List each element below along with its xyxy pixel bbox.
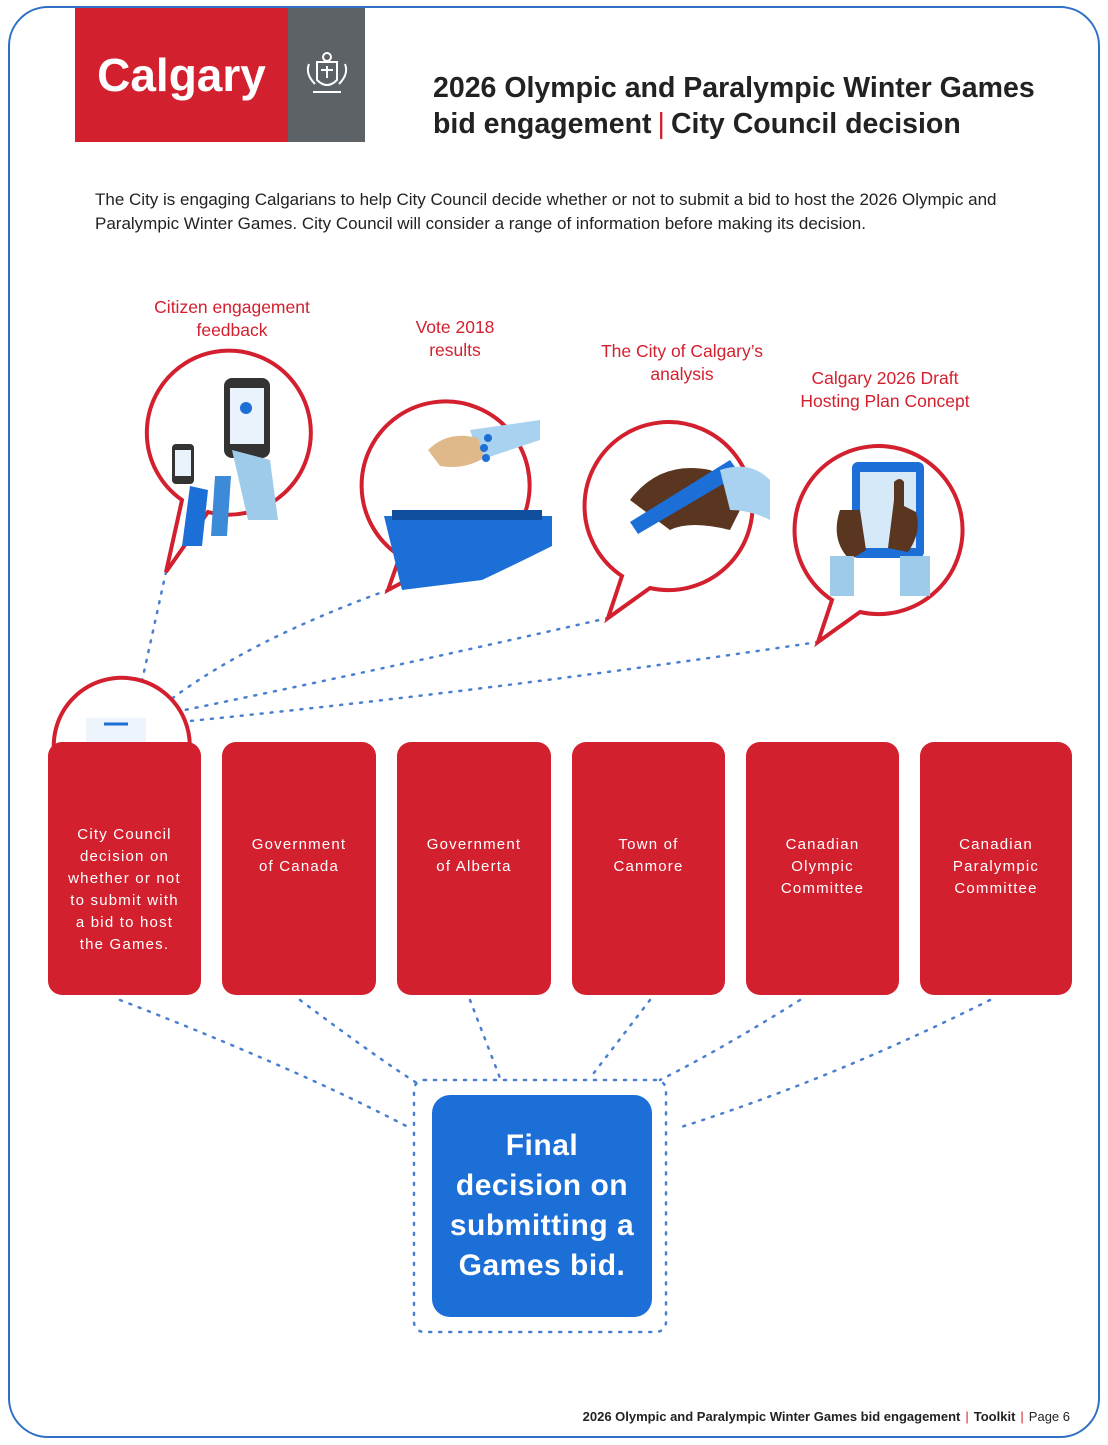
footer-doc-title: 2026 Olympic and Paralympic Winter Games…: [582, 1409, 961, 1424]
card-line: Paralympic: [952, 858, 1040, 875]
card-canadian-olympic-committee: Canadian Olympic Committee: [746, 742, 899, 995]
page-footer: 2026 Olympic and Paralympic Winter Games…: [583, 1409, 1070, 1424]
final-decision-box: Final decision on submitting a Games bid…: [432, 1095, 652, 1317]
source-label-line: results: [429, 340, 481, 360]
title-line-1: 2026 Olympic and Paralympic Winter Games: [433, 72, 1035, 104]
intro-paragraph: The City is engaging Calgarians to help …: [95, 190, 997, 233]
card-canadian-paralympic-committee: Canadian Paralympic Committee: [920, 742, 1072, 995]
card-line: a bid to host: [75, 914, 174, 931]
card-line: Canadian: [785, 836, 860, 853]
card-line: Government: [251, 836, 347, 853]
card-line: Government: [426, 836, 522, 853]
card-line: Town of: [618, 836, 679, 853]
coat-of-arms-icon: [288, 8, 365, 142]
title-separator: |: [657, 108, 665, 140]
final-line: submitting a: [449, 1209, 635, 1242]
pen-hand-icon: [582, 420, 770, 624]
final-line: Final: [505, 1129, 579, 1162]
title-part-engagement: bid engagement: [433, 108, 652, 140]
source-label-citizen: Citizen engagement feedback: [132, 296, 332, 342]
title-line-2: bid engagement|City Council decision: [433, 106, 1035, 142]
footer-page-number: Page 6: [1028, 1409, 1070, 1424]
source-label-line: analysis: [650, 364, 714, 384]
tablet-hands-icon: [792, 444, 965, 648]
card-line: of Canada: [258, 858, 340, 875]
source-label-line: Citizen engagement: [154, 297, 310, 317]
card-line: the Games.: [79, 936, 170, 953]
page-title: 2026 Olympic and Paralympic Winter Games…: [433, 70, 1035, 142]
card-city-council: City Council decision on whether or not …: [48, 742, 201, 995]
source-label-line: The City of Calgary’s: [600, 341, 764, 361]
ballot-hand-icon: [359, 399, 552, 595]
card-line: City Council: [77, 826, 172, 843]
phone-hands-icon: [144, 348, 313, 574]
card-line: whether or not: [68, 870, 181, 887]
card-line: Canmore: [613, 858, 684, 875]
logo-wordmark: Calgary: [75, 8, 288, 142]
card-town-of-canmore: Town of Canmore: [572, 742, 725, 995]
final-line: Games bid.: [458, 1249, 626, 1282]
source-label-hosting-plan: Calgary 2026 Draft Hosting Plan Concept: [780, 367, 990, 413]
source-label-vote: Vote 2018 results: [380, 316, 530, 362]
dotted-connectors: [118, 570, 992, 1334]
card-government-of-alberta: Government of Alberta: [397, 742, 551, 995]
source-label-line: Vote 2018: [415, 317, 495, 337]
card-line: Committee: [954, 880, 1038, 897]
final-line: decision on: [455, 1169, 629, 1202]
card-line: to submit with: [70, 892, 179, 909]
card-line: of Alberta: [436, 858, 512, 875]
source-label-line: feedback: [196, 320, 268, 340]
card-line: Committee: [780, 880, 865, 897]
card-line: decision on: [79, 848, 170, 865]
footer-separator: |: [965, 1409, 969, 1424]
card-line: Canadian: [959, 836, 1033, 853]
title-part-decision: City Council decision: [670, 108, 961, 140]
calgary-logo: Calgary: [75, 8, 365, 142]
page-frame: [8, 6, 1100, 1438]
footer-separator: |: [1020, 1409, 1024, 1424]
source-label-analysis: The City of Calgary’s analysis: [582, 340, 782, 386]
card-line: Olympic: [791, 858, 854, 875]
footer-section: Toolkit: [973, 1409, 1016, 1424]
card-government-of-canada: Government of Canada: [222, 742, 376, 995]
source-label-line: Calgary 2026 Draft: [811, 368, 959, 388]
source-label-line: Hosting Plan Concept: [800, 391, 970, 411]
